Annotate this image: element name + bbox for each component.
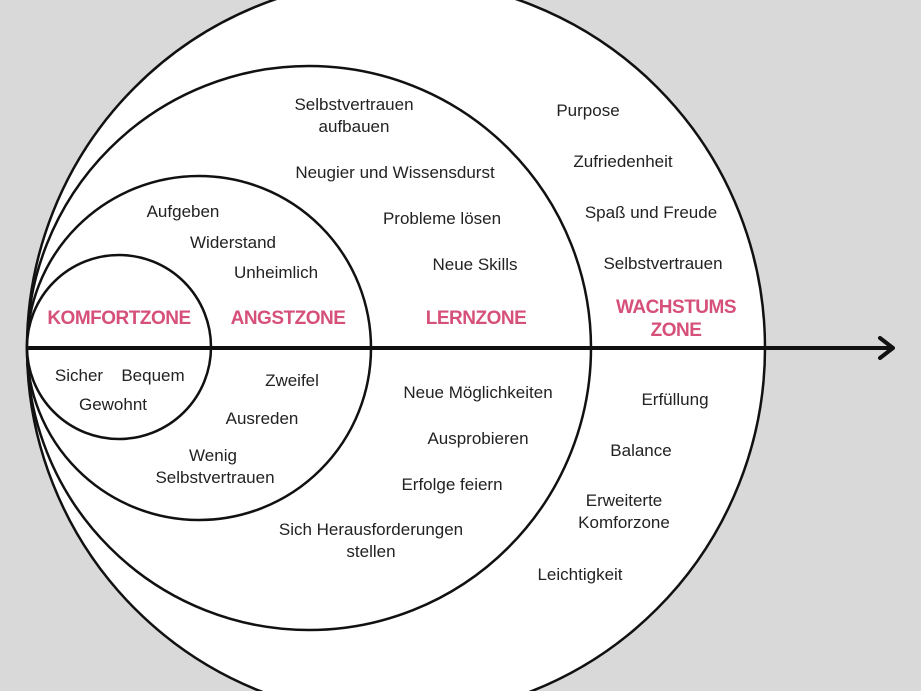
arrow-head-icon (878, 336, 895, 360)
lernzone-label: LERNZONE (426, 308, 527, 329)
angst-item: Aufgeben (147, 202, 220, 221)
angst-item: Wenig (189, 446, 237, 465)
wachstum-item: Komforzone (578, 513, 670, 532)
komfort-item: Sicher (55, 366, 104, 385)
lern-item: Neue Skills (432, 255, 517, 274)
wachstumszone-label-line2: ZONE (651, 320, 702, 341)
angst-item: Ausreden (226, 409, 299, 428)
wachstum-item: Erweiterte (586, 491, 663, 510)
komfortzone-label: KOMFORTZONE (47, 308, 190, 329)
lern-item: Selbstvertrauen (294, 95, 413, 114)
wachstum-item: Spaß und Freude (585, 203, 717, 222)
angst-item: Widerstand (190, 233, 276, 252)
angst-item: Zweifel (265, 371, 319, 390)
lern-item: Neugier und Wissensdurst (295, 163, 495, 182)
lern-item: aufbauen (319, 117, 390, 136)
angstzone-label: ANGSTZONE (231, 308, 346, 329)
lern-item: Ausprobieren (427, 429, 528, 448)
wachstum-item: Leichtigkeit (537, 565, 622, 584)
lern-item: Neue Möglichkeiten (403, 383, 552, 402)
wachstum-item: Selbstvertrauen (603, 254, 722, 273)
wachstum-item: Balance (610, 441, 671, 460)
lern-item: stellen (346, 542, 395, 561)
wachstumszone-label-line1: WACHSTUMS (616, 297, 736, 318)
wachstum-item: Erfüllung (641, 390, 708, 409)
komfort-item: Gewohnt (79, 395, 147, 414)
angst-item: Unheimlich (234, 263, 318, 282)
komfort-item: Bequem (121, 366, 184, 385)
wachstum-item: Zufriedenheit (573, 152, 673, 171)
lern-item: Sich Herausforderungen (279, 520, 463, 539)
lern-item: Erfolge feiern (401, 475, 502, 494)
lern-item: Probleme lösen (383, 209, 501, 228)
wachstum-item: Purpose (556, 101, 619, 120)
angst-item: Selbstvertrauen (155, 468, 274, 487)
